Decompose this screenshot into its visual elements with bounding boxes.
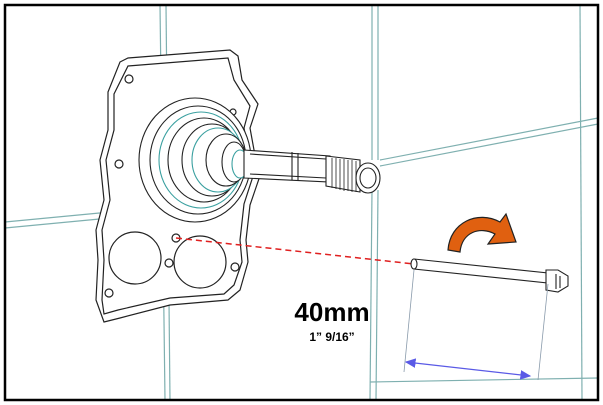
extension-rod	[410, 258, 569, 293]
valve-stem	[243, 149, 381, 194]
dimension-arrow	[404, 358, 532, 380]
frame-border	[3, 3, 600, 402]
measurement-metric: 40mm	[294, 297, 370, 327]
curved-rotate-arrow-icon	[447, 212, 517, 253]
measurement-imperial: 1” 9/16”	[309, 330, 355, 344]
valve-cartridge	[138, 97, 252, 223]
dimension-indicator	[403, 269, 549, 381]
